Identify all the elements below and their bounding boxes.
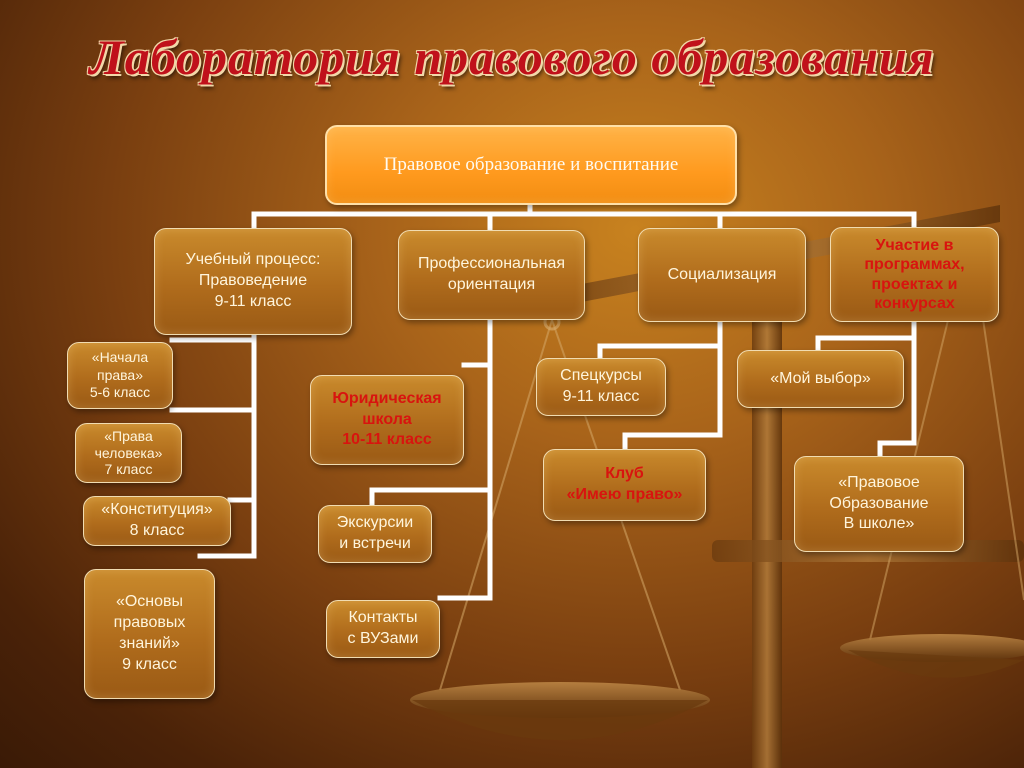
leaf-line: 9-11 класс xyxy=(562,388,640,405)
leaf-line: Экскурсии xyxy=(336,514,414,532)
leaf-line: «Мой выбор» xyxy=(770,369,871,387)
leaf-klub-imeyu-pravo: Клуб «Имею право» xyxy=(543,449,706,521)
leaf-pravovoe-obrazovanie-v-shkole: «Правовое Образование В школе» xyxy=(794,456,964,552)
leaf-line: «Конституция» xyxy=(101,501,213,519)
branch-line: Участие в xyxy=(875,237,954,255)
branch-line: Учебный процесс: xyxy=(185,251,321,269)
leaf-prava-cheloveka: «Права человека» 7 класс xyxy=(75,423,182,483)
leaf-kontakty: Контакты с ВУЗами xyxy=(326,600,440,658)
leaf-line: Клуб xyxy=(605,465,644,483)
leaf-konstitutsiya: «Конституция» 8 класс xyxy=(83,496,231,546)
leaf-line: «Права xyxy=(104,427,153,444)
leaf-speckursy: Спецкурсы 9-11 класс xyxy=(536,358,666,416)
leaf-line: Юридическая xyxy=(332,389,442,407)
branch-sotsializatsiya: Социализация xyxy=(638,228,806,322)
leaf-line: знаний» xyxy=(119,635,180,652)
branch-prof-orientatsiya: Профессиональная ориентация xyxy=(398,230,585,320)
page-title: Лаборатория правового образования xyxy=(89,29,935,85)
leaf-line: 9 класс xyxy=(122,655,177,673)
leaf-line: 7 класс xyxy=(104,461,153,478)
leaf-line: права» xyxy=(96,366,143,383)
leaf-line: человека» xyxy=(94,444,163,461)
leaf-moy-vybor: «Мой выбор» xyxy=(737,350,904,408)
root-label: Правовое образование и воспитание xyxy=(383,153,679,175)
leaf-yuridicheskaya-shkola: Юридическая школа 10-11 класс xyxy=(310,375,464,465)
leaf-line: «Основы xyxy=(115,593,184,611)
branch-line: ориентация xyxy=(447,276,536,293)
branch-uchastie: Участие в программах, проектах и конкурс… xyxy=(830,227,999,322)
branch-line: программах, xyxy=(864,256,965,274)
leaf-line: «Имею право» xyxy=(566,486,683,503)
branch-line: проектах и xyxy=(871,275,958,293)
leaf-line: Спецкурсы xyxy=(560,367,642,385)
leaf-line: 5-6 класс xyxy=(89,384,151,401)
leaf-nachala-prava: «Начала права» 5-6 класс xyxy=(67,342,173,409)
branch-uchebny-process: Учебный процесс: Правоведение 9-11 класс xyxy=(154,228,352,335)
branch-line: Профессиональная xyxy=(418,255,565,273)
branch-line: Социализация xyxy=(667,265,777,283)
leaf-line: Контакты xyxy=(348,609,418,627)
leaf-line: Образование xyxy=(829,494,929,512)
branch-line: Правоведение xyxy=(198,272,308,290)
leaf-line: В школе» xyxy=(843,515,915,533)
leaf-line: и встречи xyxy=(339,535,411,552)
branch-line: конкурсах xyxy=(874,294,955,312)
leaf-line: «Начала xyxy=(91,349,149,366)
root-node: Правовое образование и воспитание xyxy=(325,125,737,205)
leaf-line: 8 класс xyxy=(129,522,185,539)
leaf-line: с ВУЗами xyxy=(347,630,419,647)
leaf-osnovy-pravovyh-znaniy: «Основы правовых знаний» 9 класс xyxy=(84,569,215,699)
leaf-line: школа xyxy=(362,410,412,428)
leaf-line: 10-11 класс xyxy=(342,431,432,449)
leaf-line: правовых xyxy=(113,614,186,632)
leaf-line: «Правовое xyxy=(838,473,920,491)
branch-line: 9-11 класс xyxy=(214,292,292,310)
leaf-ekskursii: Экскурсии и встречи xyxy=(318,505,432,563)
